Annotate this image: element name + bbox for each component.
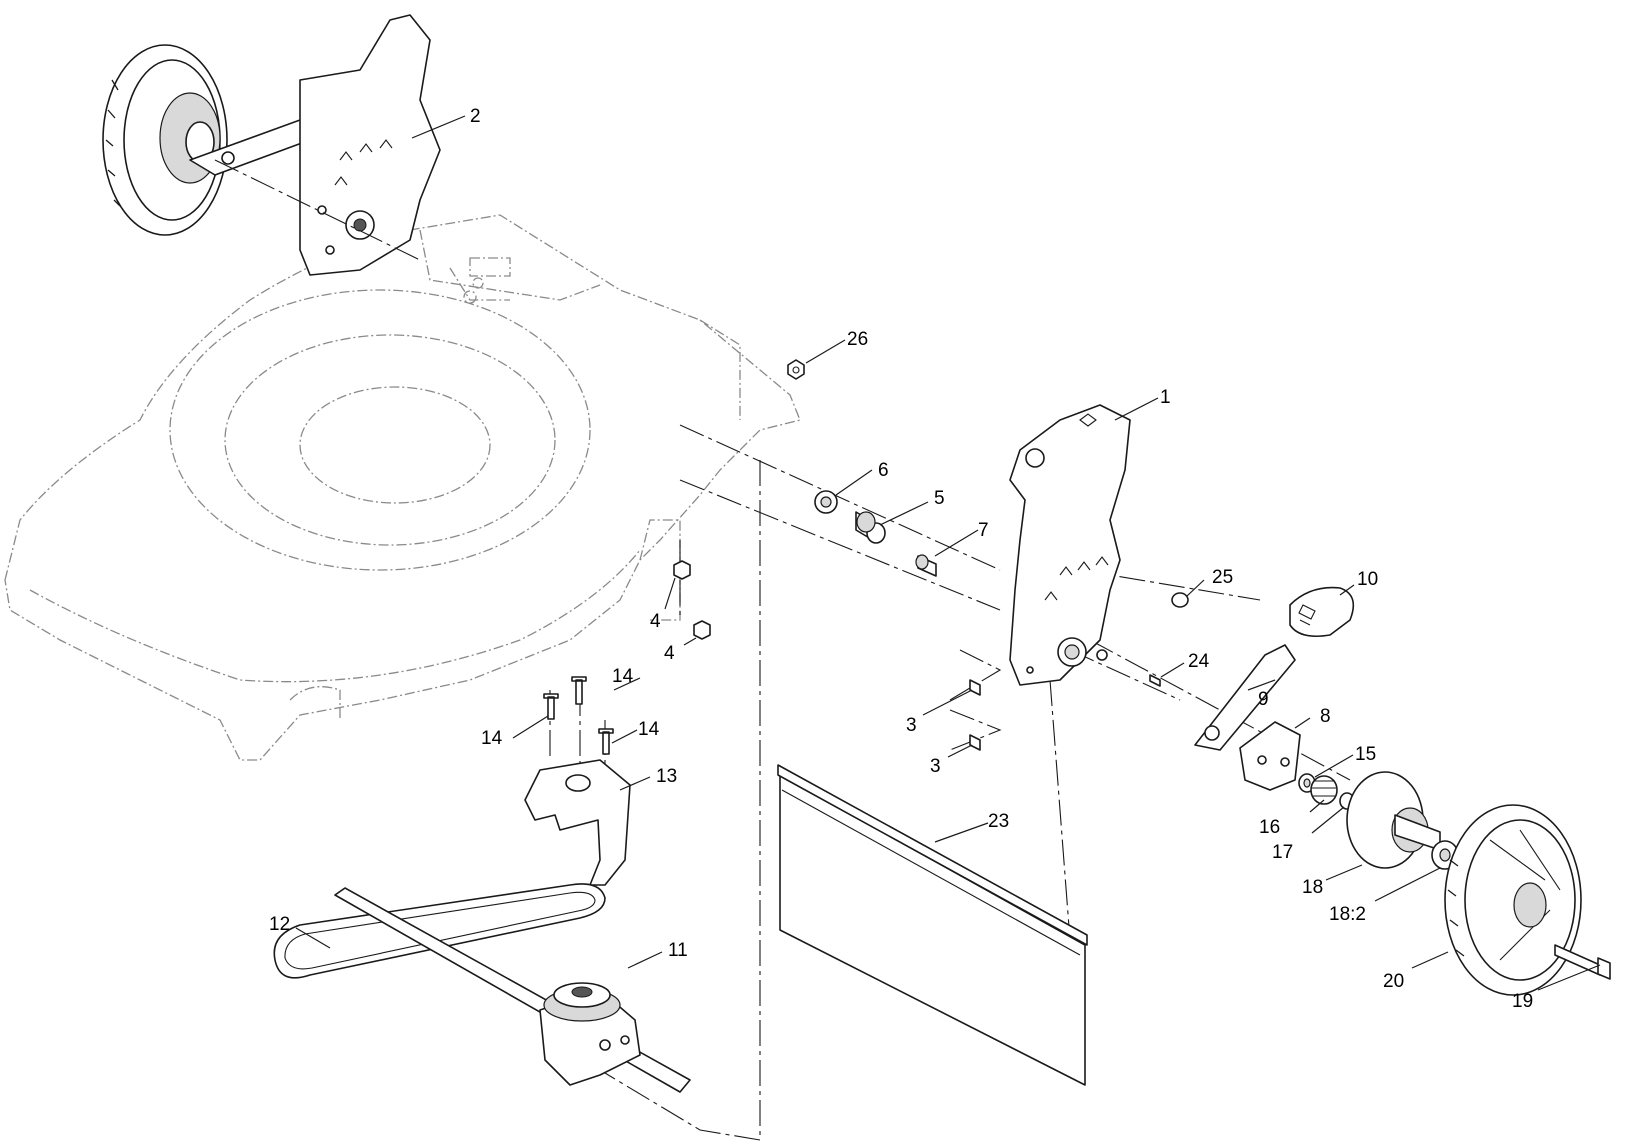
- gear-and-washers: [1298, 773, 1355, 810]
- callout-4b: 4: [664, 643, 675, 664]
- rear-height-bracket-part-2: [299, 14, 441, 276]
- bracket-part-13: [524, 759, 631, 886]
- lever-knob-part-10: [1289, 586, 1355, 638]
- screw-14c: [598, 728, 614, 755]
- axle-bolt-part-19: [1554, 944, 1611, 980]
- callout-4a: 4: [650, 611, 661, 632]
- callout-18-2: 18:2: [1329, 904, 1366, 925]
- leader-lines: [295, 115, 1601, 991]
- rear-flap-part-23: [777, 764, 1088, 1086]
- screw-14a: [543, 693, 559, 720]
- nut-4a: [673, 560, 691, 580]
- callout-25: 25: [1212, 567, 1233, 588]
- callout-3a: 3: [906, 715, 917, 736]
- rear-wheel-assembly: [102, 44, 311, 236]
- screw-24: [1149, 674, 1161, 687]
- callout-15: 15: [1355, 744, 1376, 765]
- height-lever-part-9: [1194, 644, 1296, 751]
- callout-24: 24: [1188, 651, 1210, 672]
- bolt-3a: [969, 679, 981, 696]
- callout-16: 16: [1259, 817, 1280, 838]
- front-wheel-part-20: [1444, 804, 1582, 996]
- drive-belt-part-12: [273, 883, 606, 979]
- callout-3b: 3: [930, 756, 941, 777]
- transmission-part-11: [539, 982, 641, 1086]
- plate-part-8: [1239, 721, 1301, 791]
- hardware-items: [543, 359, 1189, 755]
- callout-19: 19: [1512, 991, 1533, 1012]
- callout-2: 2: [470, 106, 481, 127]
- gear-16: [1310, 775, 1338, 805]
- callout-9: 9: [1258, 689, 1269, 710]
- callout-5: 5: [934, 488, 945, 509]
- callout-labels: 1 2 3 3 4 4 5 6 7 8 9 10 11 12 13 14 14 …: [269, 106, 1533, 1012]
- callout-6: 6: [878, 460, 889, 481]
- callout-23: 23: [988, 811, 1009, 832]
- callout-10: 10: [1357, 569, 1378, 590]
- callout-1: 1: [1160, 387, 1171, 408]
- callout-13: 13: [656, 766, 677, 787]
- wheel-hub-part-18: [1346, 771, 1459, 870]
- callout-7: 7: [978, 520, 989, 541]
- callout-11: 11: [668, 940, 688, 961]
- callout-20: 20: [1383, 971, 1404, 992]
- callout-14b: 14: [612, 666, 634, 687]
- plug-25: [1171, 592, 1189, 608]
- callout-26: 26: [847, 329, 868, 350]
- screw-14b: [571, 676, 587, 705]
- callout-18: 18: [1302, 877, 1323, 898]
- bolt-3b: [969, 734, 981, 751]
- nut-4b: [693, 620, 711, 640]
- callout-14a: 14: [481, 728, 503, 749]
- mower-deck-phantom: [4, 214, 801, 761]
- callout-12: 12: [269, 914, 290, 935]
- nut-26: [787, 359, 805, 380]
- callout-17: 17: [1272, 842, 1293, 863]
- front-height-bracket-part-1: [1009, 404, 1131, 686]
- callout-8: 8: [1320, 706, 1331, 727]
- callout-14c: 14: [638, 719, 660, 740]
